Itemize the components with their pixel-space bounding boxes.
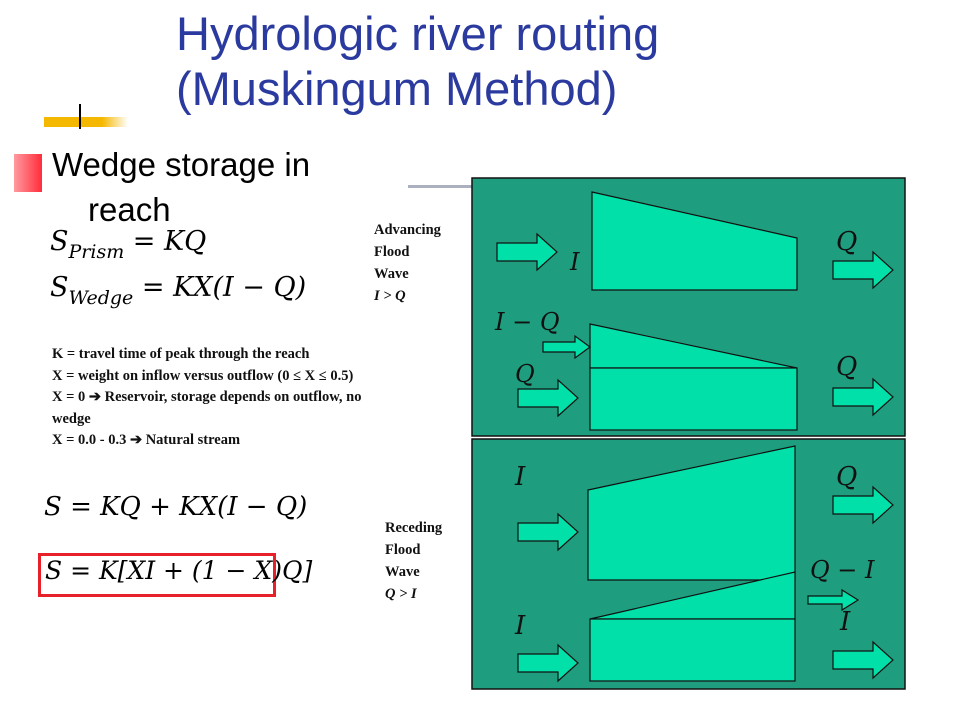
advancing-wedge-shape xyxy=(591,191,798,291)
advancing-line-2: Flood xyxy=(374,244,410,260)
final-equation-box xyxy=(38,553,276,597)
title-line-2: (Muskingum Method) xyxy=(176,62,618,115)
wedge-subscript: Wedge xyxy=(68,287,134,309)
definition-k: K = travel time of peak through the reac… xyxy=(52,346,310,362)
wedge-inflow-arrow xyxy=(542,334,592,360)
title-line-1: Hydrologic river routing xyxy=(176,7,660,60)
label-bot-i-out: I xyxy=(839,607,851,637)
label-rec-q-minus-i: Q − I xyxy=(810,556,875,584)
label-mid-q-in: Q xyxy=(515,360,535,388)
bullet-line-2: reach xyxy=(88,191,171,228)
advancing-line-1: Advancing xyxy=(374,222,441,238)
receding-prism-shape xyxy=(589,618,796,682)
definition-x-natural: X = 0.0 - 0.3 ➔ Natural stream xyxy=(52,432,241,448)
receding-label: Receding Flood Wave Q > I xyxy=(385,517,442,605)
prism-s: S xyxy=(50,226,69,257)
equation-prism: SPrism = KQ xyxy=(50,226,207,263)
receding-condition: Q > I xyxy=(385,586,417,602)
equation-sum: S = KQ + KX(I − Q) xyxy=(44,492,308,522)
advancing-line-3: Wave xyxy=(374,266,409,282)
label-top-i: I xyxy=(569,248,580,276)
equation-final: S = K[XI + (1 − X)Q] xyxy=(45,556,313,585)
accent-bar-yellow xyxy=(44,117,102,127)
wedge-s: S xyxy=(50,272,69,303)
divider-line xyxy=(408,185,478,188)
definition-x-zero: X = 0 ➔ Reservoir, storage depends on ou… xyxy=(52,389,362,405)
definitions-block: K = travel time of peak through the reac… xyxy=(52,344,452,452)
bullet-heading: Wedge storage in reach xyxy=(52,142,310,232)
definition-x-zero-cont: wedge xyxy=(52,410,91,427)
label-rec-i: I xyxy=(514,462,526,492)
receding-line-3: Wave xyxy=(385,564,420,580)
label-mid-q-out: Q xyxy=(836,352,857,382)
accent-block-red xyxy=(14,154,42,192)
slide-title: Hydrologic river routing (Muskingum Meth… xyxy=(176,6,936,116)
advancing-condition: I > Q xyxy=(374,288,406,304)
wedge-rhs: = KX(I − Q) xyxy=(133,272,307,303)
negative-wedge-outflow-arrow xyxy=(807,588,860,612)
advancing-label: Advancing Flood Wave I > Q xyxy=(374,219,441,307)
label-mid-i-minus-q: I − Q xyxy=(494,308,560,336)
prism-storage-shape xyxy=(589,367,798,431)
receding-line-1: Receding xyxy=(385,520,443,536)
prism-rhs: = KQ xyxy=(124,226,207,257)
receding-panel xyxy=(471,438,906,690)
prism-subscript: Prism xyxy=(68,241,125,263)
equation-wedge: SWedge = KX(I − Q) xyxy=(50,272,307,309)
accent-bar-yellow-tail xyxy=(102,117,128,127)
label-bot-i-in: I xyxy=(514,611,526,641)
label-rec-q: Q xyxy=(836,462,857,492)
bullet-line-1: Wedge storage in xyxy=(52,146,311,183)
receding-line-2: Flood xyxy=(385,542,421,558)
definition-x-weight: X = weight on inflow versus outflow (0 ≤… xyxy=(52,367,354,384)
label-top-q: Q xyxy=(836,227,857,257)
accent-tick-black xyxy=(79,104,81,129)
